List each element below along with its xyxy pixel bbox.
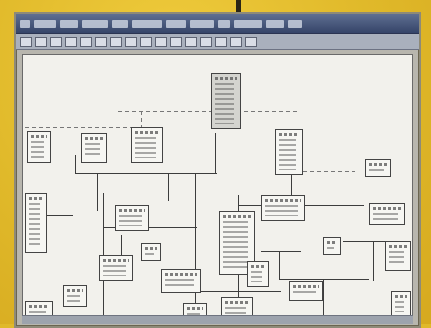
- window-title-glyph: [288, 19, 302, 28]
- schematic-block[interactable]: [81, 133, 107, 163]
- schematic-block[interactable]: [275, 129, 303, 175]
- signal-line: [118, 111, 298, 112]
- wire: [323, 279, 324, 321]
- window-title-glyph: [82, 19, 108, 28]
- wire: [343, 241, 389, 242]
- wire: [75, 173, 217, 174]
- wire: [103, 227, 197, 228]
- signal-line: [275, 171, 355, 172]
- schematic-block[interactable]: [391, 291, 411, 317]
- toolbar-tool-icon[interactable]: [20, 36, 32, 47]
- cad-window: [14, 12, 421, 328]
- toolbar-tool-icon[interactable]: [140, 36, 152, 47]
- window-title-glyph: [132, 19, 162, 28]
- wire: [195, 173, 196, 321]
- window-title-glyph: [166, 19, 186, 28]
- schematic-block[interactable]: [141, 243, 161, 261]
- schematic-block[interactable]: [261, 195, 305, 221]
- toolbar-tool-icon[interactable]: [245, 36, 257, 47]
- schematic-block[interactable]: [219, 211, 255, 275]
- schematic-block[interactable]: [161, 269, 201, 293]
- wire: [97, 173, 98, 211]
- wire: [261, 251, 301, 252]
- window-titlebar: [16, 14, 419, 34]
- toolbar-tool-icon[interactable]: [200, 36, 212, 47]
- monitor-cable: [236, 0, 241, 12]
- toolbar-tool-icon[interactable]: [80, 36, 92, 47]
- toolbar-tool-icon[interactable]: [155, 36, 167, 47]
- toolbar-tool-icon[interactable]: [50, 36, 62, 47]
- diagram-canvas[interactable]: [22, 54, 413, 322]
- window-title-glyph: [190, 19, 214, 28]
- status-bar: [22, 315, 413, 324]
- wire: [33, 215, 73, 216]
- toolbar-tool-icon[interactable]: [65, 36, 77, 47]
- toolbar-tool-icon[interactable]: [230, 36, 242, 47]
- window-title-glyph: [20, 19, 30, 28]
- toolbar-tool-icon[interactable]: [215, 36, 227, 47]
- signal-line: [25, 127, 145, 128]
- wire: [171, 291, 281, 292]
- wire: [373, 241, 374, 281]
- schematic-block[interactable]: [221, 297, 253, 319]
- toolbar-tool-icon[interactable]: [185, 36, 197, 47]
- schematic-block[interactable]: [211, 73, 241, 129]
- schematic-block[interactable]: [99, 255, 133, 281]
- schematic-block[interactable]: [385, 241, 411, 271]
- schematic-block[interactable]: [115, 205, 149, 231]
- wire: [168, 173, 169, 201]
- schematic-block[interactable]: [323, 237, 341, 255]
- window-title-glyph: [112, 19, 128, 28]
- schematic-block[interactable]: [365, 159, 391, 177]
- toolbar-tool-icon[interactable]: [35, 36, 47, 47]
- wire: [215, 133, 216, 173]
- wire: [291, 147, 292, 207]
- window-title-glyph: [34, 19, 56, 28]
- window-title-glyph: [218, 19, 230, 28]
- wire: [279, 251, 280, 279]
- schematic-block[interactable]: [369, 203, 405, 225]
- schematic-block[interactable]: [247, 261, 269, 287]
- schematic-block[interactable]: [27, 131, 51, 163]
- window-title-glyph: [234, 19, 262, 28]
- toolbar-tool-icon[interactable]: [125, 36, 137, 47]
- toolbar-tool-icon[interactable]: [170, 36, 182, 47]
- schematic-block[interactable]: [289, 281, 323, 301]
- schematic-block[interactable]: [25, 193, 47, 253]
- window-title-glyph: [60, 19, 78, 28]
- window-title-glyph: [266, 19, 284, 28]
- toolbar-tool-icon[interactable]: [110, 36, 122, 47]
- schematic-block[interactable]: [63, 285, 87, 307]
- wire: [279, 279, 369, 280]
- schematic-block[interactable]: [131, 127, 163, 163]
- toolbar-tool-icon[interactable]: [95, 36, 107, 47]
- wire: [75, 155, 76, 173]
- toolbar: [16, 34, 419, 50]
